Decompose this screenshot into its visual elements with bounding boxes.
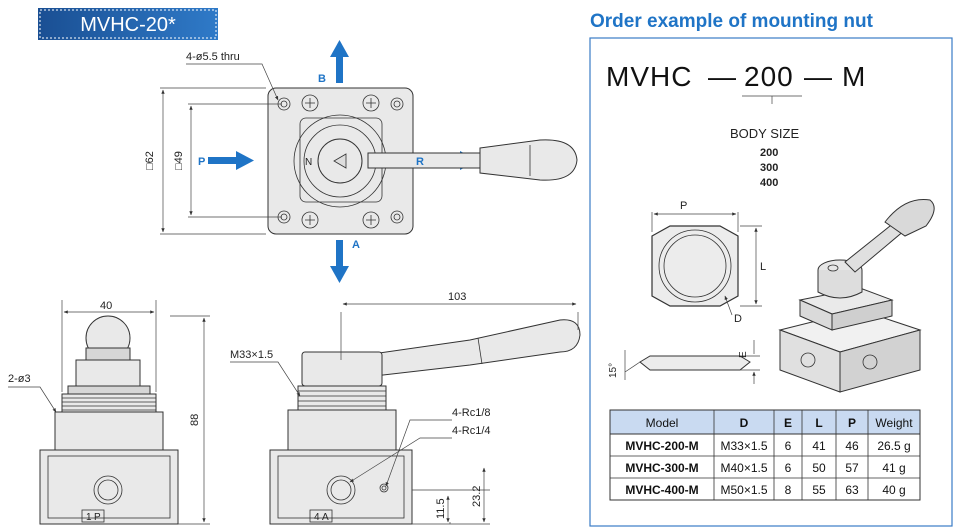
code-dash-1: — [708, 61, 737, 92]
table-cell: 6 [785, 461, 792, 475]
front-port-letter: P [94, 512, 101, 523]
code-size: 200 [744, 61, 794, 92]
code-prefix: MVHC [606, 61, 692, 92]
dim-lever-label: 103 [448, 291, 466, 303]
table-cell: 55 [812, 483, 826, 497]
lever-handle-side [329, 319, 581, 381]
order-panel-frame [589, 37, 953, 527]
dim-width-label: 40 [100, 300, 112, 312]
table-cell: 40 g [882, 483, 905, 497]
front-view: 1 P 40 88 2-ø3 [8, 300, 210, 525]
nut-dim-e: E [738, 351, 749, 358]
body-size-label: BODY SIZE [730, 126, 799, 141]
front-port-number: 1 [86, 512, 92, 523]
table-header-e: E [784, 416, 792, 430]
direction-triangle-icon [333, 153, 347, 169]
port-b-label: B [318, 73, 326, 85]
table-header-l: L [815, 416, 822, 430]
dim-inner-label: □49 [173, 151, 185, 170]
order-title: Order example of mounting nut [590, 11, 874, 32]
lever-handle-top [479, 139, 578, 181]
table-cell: MVHC-400-M [625, 483, 698, 497]
code-dash-2: — [804, 61, 833, 92]
nut-side-icon [639, 355, 751, 371]
title-badge: MVHC-20* [38, 8, 218, 40]
table-cell: 6 [785, 439, 792, 453]
side-view: 4 A M33×1.5 103 4-Rc1/8 4-Rc1/4 23.2 11.… [230, 291, 581, 525]
table-cell: 50 [812, 461, 826, 475]
dial-n-label: N [305, 157, 312, 168]
flow-arrow-p [208, 151, 254, 170]
side-port-letter: A [322, 512, 329, 523]
table-header-d: D [740, 416, 749, 430]
dim-outer-label: □62 [144, 151, 156, 170]
nut-dim-p: P [680, 200, 687, 212]
table-cell: 26.5 g [877, 439, 910, 453]
size-300: 300 [760, 162, 778, 174]
table-cell: M50×1.5 [720, 483, 767, 497]
hex-nut-icon [651, 225, 739, 307]
code-suffix: M [842, 61, 866, 92]
table-cell: M40×1.5 [720, 461, 767, 475]
table-cell: 57 [845, 461, 859, 475]
flow-arrow-b [330, 40, 349, 83]
table-cell: MVHC-200-M [625, 439, 698, 453]
dim-port-h1-label: 11.5 [435, 498, 447, 519]
table-cell: 41 g [882, 461, 905, 475]
table-header-weight: Weight [875, 416, 913, 430]
port-note-2: 4-Rc1/4 [452, 425, 491, 437]
thread-note: M33×1.5 [230, 349, 273, 361]
size-400: 400 [760, 177, 778, 189]
dim-port-h2-label: 23.2 [471, 486, 483, 507]
table-cell: MVHC-300-M [625, 461, 698, 475]
table-cell: 46 [845, 439, 859, 453]
nut-angle: 15° [608, 363, 619, 378]
flow-arrow-a [330, 240, 349, 283]
valve-isometric-icon [778, 198, 935, 393]
port-a-label: A [352, 239, 360, 251]
holes-note: 2-ø3 [8, 373, 31, 385]
hole-note: 4-ø5.5 thru [186, 51, 240, 63]
table-header-p: P [848, 416, 856, 430]
order-panel: Order example of mounting nut MVHC — 200… [589, 11, 953, 527]
table-cell: M33×1.5 [720, 439, 767, 453]
screw-icon [301, 94, 380, 229]
title-badge-text: MVHC-20* [80, 14, 176, 36]
nut-dim-d: D [734, 313, 742, 325]
table-cell: 63 [845, 483, 859, 497]
table-cell: 8 [785, 483, 792, 497]
side-port-number: 4 [314, 512, 320, 523]
dim-height-label: 88 [189, 414, 201, 426]
table-header-model: Model [646, 416, 679, 430]
port-note-1: 4-Rc1/8 [452, 407, 491, 419]
table-cell: 41 [812, 439, 826, 453]
spec-table: Model D E L P Weight MVHC-200-M M33×1.5 … [609, 409, 921, 501]
nut-dim-l: L [760, 261, 766, 273]
size-200: 200 [760, 147, 778, 159]
port-p-label: P [198, 156, 205, 168]
port-r-label: R [416, 156, 424, 168]
top-view: N B P R A 4-ø5.5 thru □62 □49 [144, 40, 578, 283]
